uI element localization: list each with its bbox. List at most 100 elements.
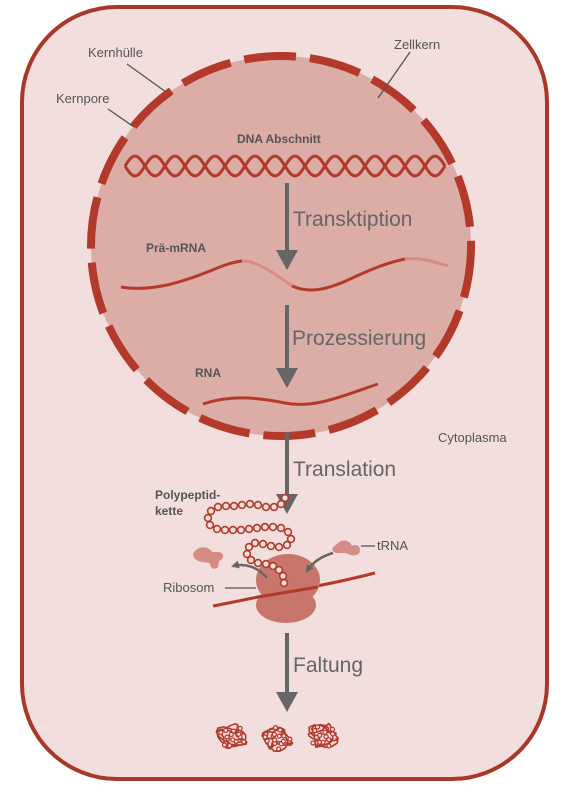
folded-protein-bead	[317, 732, 323, 739]
folded-protein-bead	[276, 733, 282, 739]
folded-protein-bead	[330, 731, 336, 737]
folded-protein-bead	[262, 734, 268, 740]
amino-acid-bead	[250, 538, 260, 548]
folded-protein-bead	[272, 724, 279, 731]
folded-protein-bead	[230, 737, 236, 743]
amino-acid-bead	[253, 500, 263, 510]
label-cytoplasma: Cytoplasma	[438, 430, 507, 445]
folded-protein-bead	[237, 725, 243, 732]
amino-acid-bead	[280, 493, 290, 503]
label-transkription: Transktiption	[293, 208, 412, 231]
leader-zellkern	[377, 51, 411, 99]
mrna-over-ribosome	[257, 585, 319, 599]
label-rna: RNA	[195, 366, 221, 380]
amino-acid-bead	[206, 506, 216, 516]
folded-protein-bead	[322, 729, 328, 735]
amino-acid-bead	[203, 513, 213, 523]
folded-protein-bead	[264, 738, 270, 744]
folded-protein-bead	[315, 724, 321, 730]
folded-protein-bead	[276, 746, 282, 752]
amino-acid-bead	[278, 571, 288, 581]
step-arrows	[276, 183, 298, 712]
arrow-trna-release	[231, 560, 268, 579]
amino-acid-bead	[253, 558, 263, 568]
amino-acid-bead	[212, 524, 222, 534]
label-polypeptid-line2: kette	[155, 504, 183, 518]
folded-protein-bead	[310, 740, 316, 746]
arrow-transkription-head	[276, 250, 298, 270]
folded-protein-bead	[320, 739, 326, 745]
amino-acid-bead	[276, 523, 286, 533]
arrow-trna-entry	[305, 551, 334, 573]
leader-kernhuelle	[126, 63, 167, 93]
amino-acid-bead	[268, 561, 278, 571]
amino-acid-bead	[213, 502, 223, 512]
label-translation: Translation	[293, 458, 396, 481]
amino-acid-bead	[236, 525, 246, 535]
amino-acid-bead	[229, 501, 239, 511]
amino-acid-bead	[245, 499, 255, 509]
amino-acid-bead	[252, 523, 262, 533]
label-prozessierung: Prozessierung	[292, 327, 426, 350]
amino-acid-bead	[279, 578, 289, 588]
folded-protein-bead	[227, 743, 233, 749]
label-zellkern: Zellkern	[394, 37, 440, 52]
amino-acid-bead	[220, 525, 230, 535]
amino-acid-bead	[261, 559, 271, 569]
amino-acid-bead	[282, 540, 292, 550]
label-kernpore: Kernpore	[56, 91, 109, 106]
nucleus	[91, 56, 471, 436]
folded-protein-bead	[241, 739, 247, 745]
folded-protein-chain	[215, 722, 248, 750]
folded-protein-bead	[287, 736, 293, 742]
folded-protein	[261, 724, 294, 752]
folded-proteins	[215, 722, 339, 752]
trna-outgoing	[193, 547, 224, 569]
folded-protein-bead	[231, 728, 237, 734]
amino-acid-bead	[246, 555, 256, 565]
label-kernhuelle: Kernhülle	[88, 45, 143, 60]
folded-protein-bead	[221, 742, 228, 748]
label-trna: tRNA	[377, 538, 408, 553]
folded-protein-bead	[280, 738, 286, 744]
amino-acid-bead	[268, 522, 278, 532]
trna-incoming	[332, 540, 360, 556]
folded-protein-bead	[326, 743, 332, 749]
folded-protein-bead	[277, 727, 283, 733]
amino-acid-bead	[242, 549, 252, 559]
amino-acid-bead	[286, 534, 296, 544]
folded-protein-bead	[223, 727, 229, 734]
polypeptide-chain	[203, 493, 296, 588]
pre-mrna-exon-2	[291, 257, 406, 292]
dna-strand-b	[123, 154, 447, 178]
folded-protein-bead	[271, 731, 277, 738]
folded-protein-bead	[236, 731, 242, 737]
amino-acid-bead	[266, 541, 276, 551]
rna-strand	[202, 382, 379, 406]
label-prae-mrna: Prä-mRNA	[146, 241, 206, 255]
amino-acid-bead	[221, 501, 231, 511]
folded-protein	[307, 722, 339, 749]
trna-incoming-shape	[332, 540, 360, 556]
amino-acid-bead	[237, 500, 247, 510]
dna-helix	[123, 154, 447, 178]
folded-protein-bead	[326, 737, 332, 743]
folded-protein-bead	[281, 733, 287, 739]
folded-protein-bead	[224, 734, 230, 740]
folded-protein-bead	[228, 731, 234, 738]
amino-acid-bead	[258, 539, 268, 549]
folded-protein	[215, 722, 248, 750]
label-polypeptid-line1: Polypeptid-	[155, 488, 220, 502]
pre-mrna-intron-1	[241, 259, 293, 288]
label-faltung: Faltung	[293, 654, 363, 677]
amino-acid-bead	[244, 542, 254, 552]
pre-mrna-exon-1	[120, 259, 243, 290]
amino-acid-bead	[283, 527, 293, 537]
amino-acid-bead	[269, 502, 279, 512]
trna-outgoing-shape	[193, 547, 224, 569]
folded-protein-bead	[312, 727, 318, 734]
folded-protein-bead	[329, 726, 336, 732]
arrow-faltung-head	[276, 692, 298, 712]
pre-mrna-intron-2	[404, 257, 449, 268]
